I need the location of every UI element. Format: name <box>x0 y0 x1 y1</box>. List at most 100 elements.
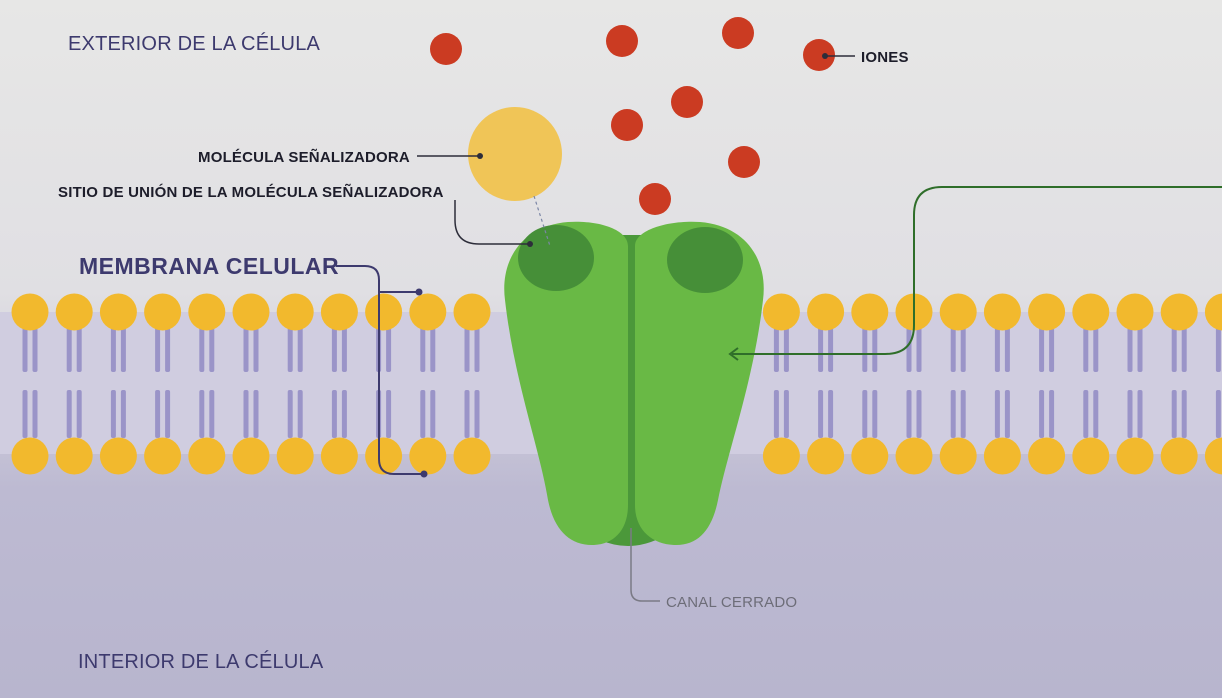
ion <box>722 17 754 49</box>
phospholipid-head <box>188 438 225 475</box>
lipid-tail <box>907 326 912 372</box>
phospholipid-head <box>807 438 844 475</box>
lipid-tail <box>121 326 126 372</box>
lipid-tail <box>995 326 1000 372</box>
lipid-tail <box>33 390 38 438</box>
phospholipid-head <box>233 438 270 475</box>
phospholipid-head <box>1072 294 1109 331</box>
lipid-tail <box>165 326 170 372</box>
signal-molecule-label: MOLÉCULA SEÑALIZADORA <box>198 148 410 166</box>
lipid-tail <box>818 390 823 438</box>
lipid-tail <box>1138 326 1143 372</box>
lipid-tail <box>209 326 214 372</box>
membrane-label: MEMBRANA CELULAR <box>79 253 339 279</box>
lipid-tail <box>67 390 72 438</box>
phospholipid-head <box>12 294 49 331</box>
lipid-tail <box>1182 390 1187 438</box>
lipid-tail <box>67 326 72 372</box>
membrane-top-dot <box>416 289 423 296</box>
lipid-tail <box>828 390 833 438</box>
phospholipid-head <box>12 438 49 475</box>
channel-state-label: CANAL CERRADO <box>666 594 797 611</box>
lipid-tail <box>951 326 956 372</box>
lipid-tail <box>342 326 347 372</box>
lipid-tail <box>33 326 38 372</box>
lipid-tail <box>1182 326 1187 372</box>
lipid-tail <box>23 326 28 372</box>
ion <box>639 183 671 215</box>
lipid-tail <box>244 326 249 372</box>
lipid-tail <box>1049 390 1054 438</box>
lipid-tail <box>420 390 425 438</box>
binding-site-label: SITIO DE UNIÓN DE LA MOLÉCULA SEÑALIZADO… <box>58 183 444 201</box>
ions-label: IONES <box>861 49 909 66</box>
lipid-tail <box>1093 326 1098 372</box>
phospholipid-head <box>365 294 402 331</box>
lipid-tail <box>1039 326 1044 372</box>
phospholipid-head <box>56 438 93 475</box>
phospholipid-head <box>233 294 270 331</box>
membrane-bottom-dot <box>421 471 428 478</box>
lipid-tail <box>430 390 435 438</box>
phospholipid-head <box>409 438 446 475</box>
ion <box>671 86 703 118</box>
phospholipid-head <box>896 438 933 475</box>
lipid-tail <box>1049 326 1054 372</box>
phospholipid-head <box>940 438 977 475</box>
ion <box>430 33 462 65</box>
phospholipid-head <box>1028 294 1065 331</box>
lipid-tail <box>77 326 82 372</box>
lipid-tail <box>1216 390 1221 438</box>
lipid-tail <box>961 390 966 438</box>
phospholipid-head <box>321 438 358 475</box>
ion <box>728 146 760 178</box>
phospholipid-head <box>100 438 137 475</box>
lipid-tail <box>774 326 779 372</box>
phospholipid-head <box>56 294 93 331</box>
lipid-tail <box>121 390 126 438</box>
lipid-tail <box>254 326 259 372</box>
lipid-tail <box>784 390 789 438</box>
phospholipid-head <box>454 438 491 475</box>
lipid-tail <box>1039 390 1044 438</box>
lipid-tail <box>386 390 391 438</box>
lipid-tail <box>828 326 833 372</box>
phospholipid-head <box>277 438 314 475</box>
lipid-tail <box>165 390 170 438</box>
lipid-tail <box>386 326 391 372</box>
lipid-tail <box>420 326 425 372</box>
ions-leader-dot <box>822 53 828 59</box>
phospholipid-head <box>1117 294 1154 331</box>
lipid-tail <box>298 390 303 438</box>
lipid-tail <box>784 326 789 372</box>
phospholipid-head <box>940 294 977 331</box>
lipid-tail <box>199 326 204 372</box>
lipid-tail <box>111 390 116 438</box>
binding-site-leader-dot <box>527 241 533 247</box>
ion <box>606 25 638 57</box>
lipid-tail <box>872 326 877 372</box>
phospholipid-head <box>851 438 888 475</box>
lipid-tail <box>1083 326 1088 372</box>
phospholipid-head <box>454 294 491 331</box>
phospholipid-head <box>409 294 446 331</box>
phospholipid-head <box>321 294 358 331</box>
lipid-tail <box>951 390 956 438</box>
lipid-tail <box>862 390 867 438</box>
phospholipid-head <box>763 438 800 475</box>
lipid-tail <box>111 326 116 372</box>
lipid-tail <box>332 326 337 372</box>
lipid-tail <box>23 390 28 438</box>
lipid-tail <box>332 390 337 438</box>
phospholipid-head <box>144 294 181 331</box>
phospholipid-head <box>277 294 314 331</box>
phospholipid-head <box>1161 294 1198 331</box>
lipid-tail <box>155 390 160 438</box>
lipid-tail <box>77 390 82 438</box>
phospholipid-head <box>188 294 225 331</box>
lipid-tail <box>298 326 303 372</box>
lipid-tail <box>155 326 160 372</box>
phospholipid-head <box>1161 438 1198 475</box>
